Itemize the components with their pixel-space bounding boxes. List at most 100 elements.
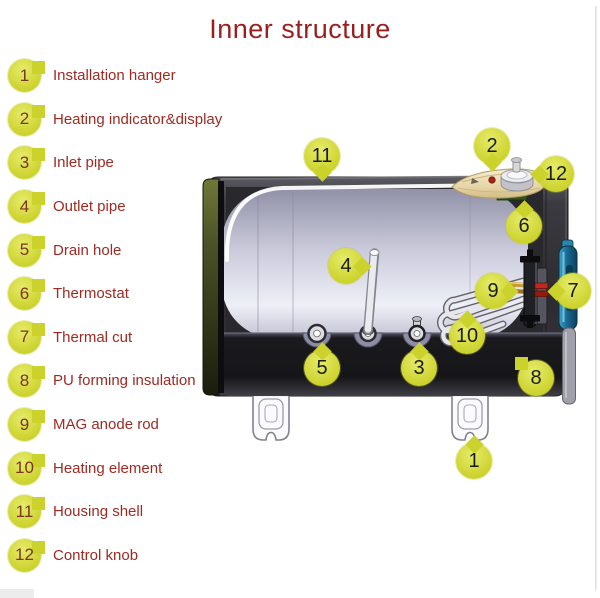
legend-item: 4 Outlet pipe: [8, 185, 238, 229]
part-label: MAG anode rod: [53, 416, 159, 434]
control-panel: [451, 157, 546, 201]
legend-item: 9 MAG anode rod: [8, 403, 238, 447]
mounting-strip: [562, 327, 576, 405]
part-label: Thermal cut: [53, 328, 133, 346]
part-number: 2: [19, 109, 30, 129]
diagram-callout-badge: 12: [530, 156, 574, 192]
callout-number: 11: [311, 144, 333, 167]
part-number: 8: [19, 370, 30, 390]
part-label: PU forming insulation: [53, 372, 196, 390]
part-label: Heating indicator&display: [53, 110, 223, 128]
legend-item: 2 Heating indicator&display: [8, 98, 238, 142]
part-number-badge: 5: [8, 233, 45, 267]
part-number: 1: [19, 65, 30, 85]
legend-item: 3 Inlet pipe: [8, 141, 238, 185]
legend-item: 10 Heating element: [8, 446, 238, 490]
callout-number: 7: [567, 279, 579, 302]
badge-tail-icon: [32, 279, 45, 293]
part-number-badge: 6: [8, 277, 45, 311]
part-number: 5: [19, 240, 30, 260]
badge-tail-icon: [32, 497, 45, 511]
part-number: 7: [19, 327, 30, 347]
callout-number: 8: [530, 366, 542, 389]
diagram-callout-badge: 3: [401, 342, 437, 386]
legend-item: 5 Drain hole: [8, 228, 238, 272]
part-number: 11: [15, 501, 34, 521]
diagram-callout-badge: 1: [456, 435, 492, 479]
outlet-pipe: [362, 248, 380, 335]
part-label: Control knob: [53, 546, 139, 564]
part-label: Drain hole: [53, 241, 122, 259]
heating-indicator-light: [488, 176, 496, 184]
part-number-badge: 12: [8, 538, 45, 572]
part-label: Heating element: [53, 459, 163, 477]
callout-number: 5: [316, 356, 328, 379]
callout-number: 2: [486, 134, 498, 157]
diagram-callout-badge: 4: [328, 248, 372, 284]
legend-item: 7 Thermal cut: [8, 316, 238, 360]
diagram-callout-badge: 2: [474, 128, 510, 172]
diagram-callout-badge: 5: [304, 342, 340, 386]
callout-number: 4: [340, 254, 352, 277]
part-number: 12: [15, 545, 34, 565]
badge-tail-icon: [32, 61, 45, 75]
part-number-badge: 10: [8, 451, 45, 485]
part-number-badge: 8: [8, 364, 45, 398]
legend-item: 12 Control knob: [8, 534, 238, 578]
callout-number: 10: [455, 324, 479, 347]
dial-marker: [471, 178, 479, 184]
part-number-badge: 9: [8, 408, 45, 442]
parts-legend: 1 Installation hanger 2 Heating indicato…: [8, 54, 238, 577]
callout-number: 3: [413, 356, 425, 379]
badge-tail-icon: [32, 192, 45, 206]
housing-left-cap: [202, 178, 224, 396]
legend-item: 6 Thermostat: [8, 272, 238, 316]
part-label: Housing shell: [53, 503, 144, 521]
badge-tail-icon: [32, 366, 45, 380]
image-corner-patch: [0, 589, 34, 598]
part-label: Thermostat: [53, 285, 129, 303]
badge-tail-icon: [32, 322, 45, 336]
diagram-callout-badge: 10: [449, 310, 485, 354]
part-number: 3: [19, 152, 30, 172]
badge-tail-icon: [32, 235, 45, 249]
control-knob: [500, 157, 534, 192]
badge-tail-icon: [32, 540, 45, 554]
part-number-badge: 2: [8, 102, 45, 136]
callout-number: 9: [487, 279, 499, 302]
badge-tail-icon: [32, 410, 45, 424]
tank-highlight: [224, 183, 509, 262]
part-number: 6: [19, 283, 30, 303]
insulation-band: [207, 332, 566, 396]
part-number-badge: 11: [8, 495, 45, 529]
badge-tail-icon: [32, 104, 45, 118]
part-number-badge: 7: [8, 320, 45, 354]
diagram-callout-badge: 6: [506, 200, 542, 244]
part-label: Inlet pipe: [53, 154, 114, 172]
part-number: 10: [15, 458, 34, 478]
part-number: 4: [19, 196, 30, 216]
part-label: Installation hanger: [53, 67, 176, 85]
diagram-callout-badge: 8: [515, 357, 554, 396]
diagram-callout-badge: 7: [547, 273, 591, 309]
element-flange: [520, 249, 549, 328]
diagram-callout-badge: 9: [475, 273, 519, 309]
badge-tail-icon: [515, 357, 528, 370]
badge-tail-icon: [32, 453, 45, 467]
part-number-badge: 3: [8, 146, 45, 180]
legend-item: 1 Installation hanger: [8, 54, 238, 98]
callout-number: 1: [468, 449, 480, 472]
callout-number: 6: [518, 214, 530, 237]
legend-item: 11 Housing shell: [8, 490, 238, 534]
page-title: Inner structure: [209, 14, 391, 44]
diagram-callout-badge: 11: [304, 138, 340, 182]
part-number-badge: 4: [8, 190, 45, 224]
image-edge-line: [595, 6, 597, 590]
part-number: 9: [19, 414, 30, 434]
badge-tail-icon: [32, 148, 45, 162]
inlet-port: [402, 316, 432, 348]
part-number-badge: 1: [8, 59, 45, 93]
legend-item: 8 PU forming insulation: [8, 359, 238, 403]
